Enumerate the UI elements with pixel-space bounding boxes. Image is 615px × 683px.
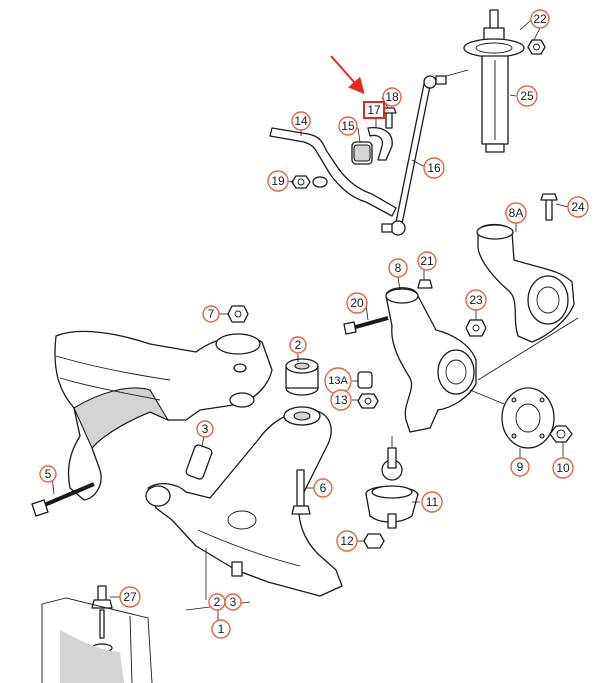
svg-text:19: 19 [271,174,285,188]
svg-text:2: 2 [295,338,302,352]
nut-7 [227,305,249,323]
bolt-5 [31,482,95,517]
callout-17-highlighted[interactable]: 17 [363,101,385,119]
strut-assembly [431,9,525,153]
callout-18[interactable]: 18 [382,87,402,107]
nut-13 [357,393,379,409]
callout-16[interactable]: 16 [423,157,445,179]
svg-text:13A: 13A [328,375,348,387]
callout-22[interactable]: 22 [530,9,550,29]
highlight-arrow [330,55,365,94]
svg-text:3: 3 [202,422,209,436]
callout-7[interactable]: 7 [202,305,220,323]
svg-text:8A: 8A [509,206,524,220]
callout-10[interactable]: 10 [552,457,574,479]
nut-12 [363,533,385,549]
callout-8a[interactable]: 8A [505,202,527,224]
bolt-6 [291,469,314,515]
callout-24[interactable]: 24 [567,196,589,218]
svg-text:21: 21 [420,254,434,268]
callout-11[interactable]: 11 [421,491,443,513]
callout-9[interactable]: 9 [510,457,530,477]
callout-19[interactable]: 19 [267,170,289,192]
lower-bracket [41,597,153,683]
hub-bolt-10 [549,425,573,458]
callout-1[interactable]: 1 [211,619,231,639]
callout-3-lower[interactable]: 3 [224,593,242,611]
svg-text:27: 27 [123,590,137,604]
bushing-15 [351,141,373,165]
callout-20[interactable]: 20 [346,292,368,314]
bushing-2 [285,354,319,396]
svg-text:11: 11 [426,495,439,509]
bracket-17 [367,126,393,161]
callout-5[interactable]: 5 [39,465,57,483]
svg-text:15: 15 [341,119,355,133]
svg-text:14: 14 [294,114,308,128]
callout-3-upper[interactable]: 3 [196,420,214,438]
callout-15[interactable]: 15 [338,116,358,136]
svg-text:25: 25 [520,89,534,103]
svg-text:9: 9 [517,460,524,474]
svg-text:3: 3 [230,595,237,609]
callout-8[interactable]: 8 [388,258,408,278]
svg-text:6: 6 [320,481,327,495]
nut-22 [527,39,546,55]
ball-joint-11 [365,436,419,529]
subframe [54,330,273,501]
callout-13a[interactable]: 13A [324,367,352,395]
callout-13[interactable]: 13 [330,389,352,411]
callout-2-lower[interactable]: 2 [208,593,226,611]
svg-text:12: 12 [340,534,354,548]
bolt-27 [91,585,113,653]
callout-27[interactable]: 27 [119,586,141,608]
svg-text:8: 8 [395,261,402,275]
callout-14[interactable]: 14 [291,111,311,131]
wheel-hub-9 [501,387,555,458]
bolt-20 [343,316,389,335]
svg-text:22: 22 [533,12,547,26]
nut-23 [465,319,487,337]
wheel-bearing-housing-8 [385,287,579,433]
svg-text:10: 10 [556,461,570,475]
callout-21[interactable]: 21 [417,251,437,271]
bushing-3 [185,435,213,480]
svg-text:7: 7 [208,307,215,321]
svg-text:23: 23 [469,293,483,307]
nut-19 [291,175,311,189]
callout-12[interactable]: 12 [336,530,358,552]
svg-text:2: 2 [214,595,221,609]
callout-6[interactable]: 6 [313,478,333,498]
callout-25[interactable]: 25 [516,85,538,107]
svg-text:17: 17 [367,103,381,117]
stabilizer-bar [269,127,397,217]
steering-knuckle-8a [476,193,575,343]
svg-text:16: 16 [427,161,441,175]
svg-text:13: 13 [334,393,348,407]
coupling-rod-16 [381,75,447,236]
nut-21 [417,279,433,289]
svg-text:5: 5 [45,467,52,481]
control-arm [145,406,343,600]
svg-text:20: 20 [350,296,364,310]
svg-text:24: 24 [571,200,585,214]
svg-text:18: 18 [385,90,399,104]
callout-23[interactable]: 23 [465,289,487,311]
nut-13a [357,371,373,389]
svg-text:1: 1 [218,622,225,636]
callout-2-upper[interactable]: 2 [289,336,307,354]
